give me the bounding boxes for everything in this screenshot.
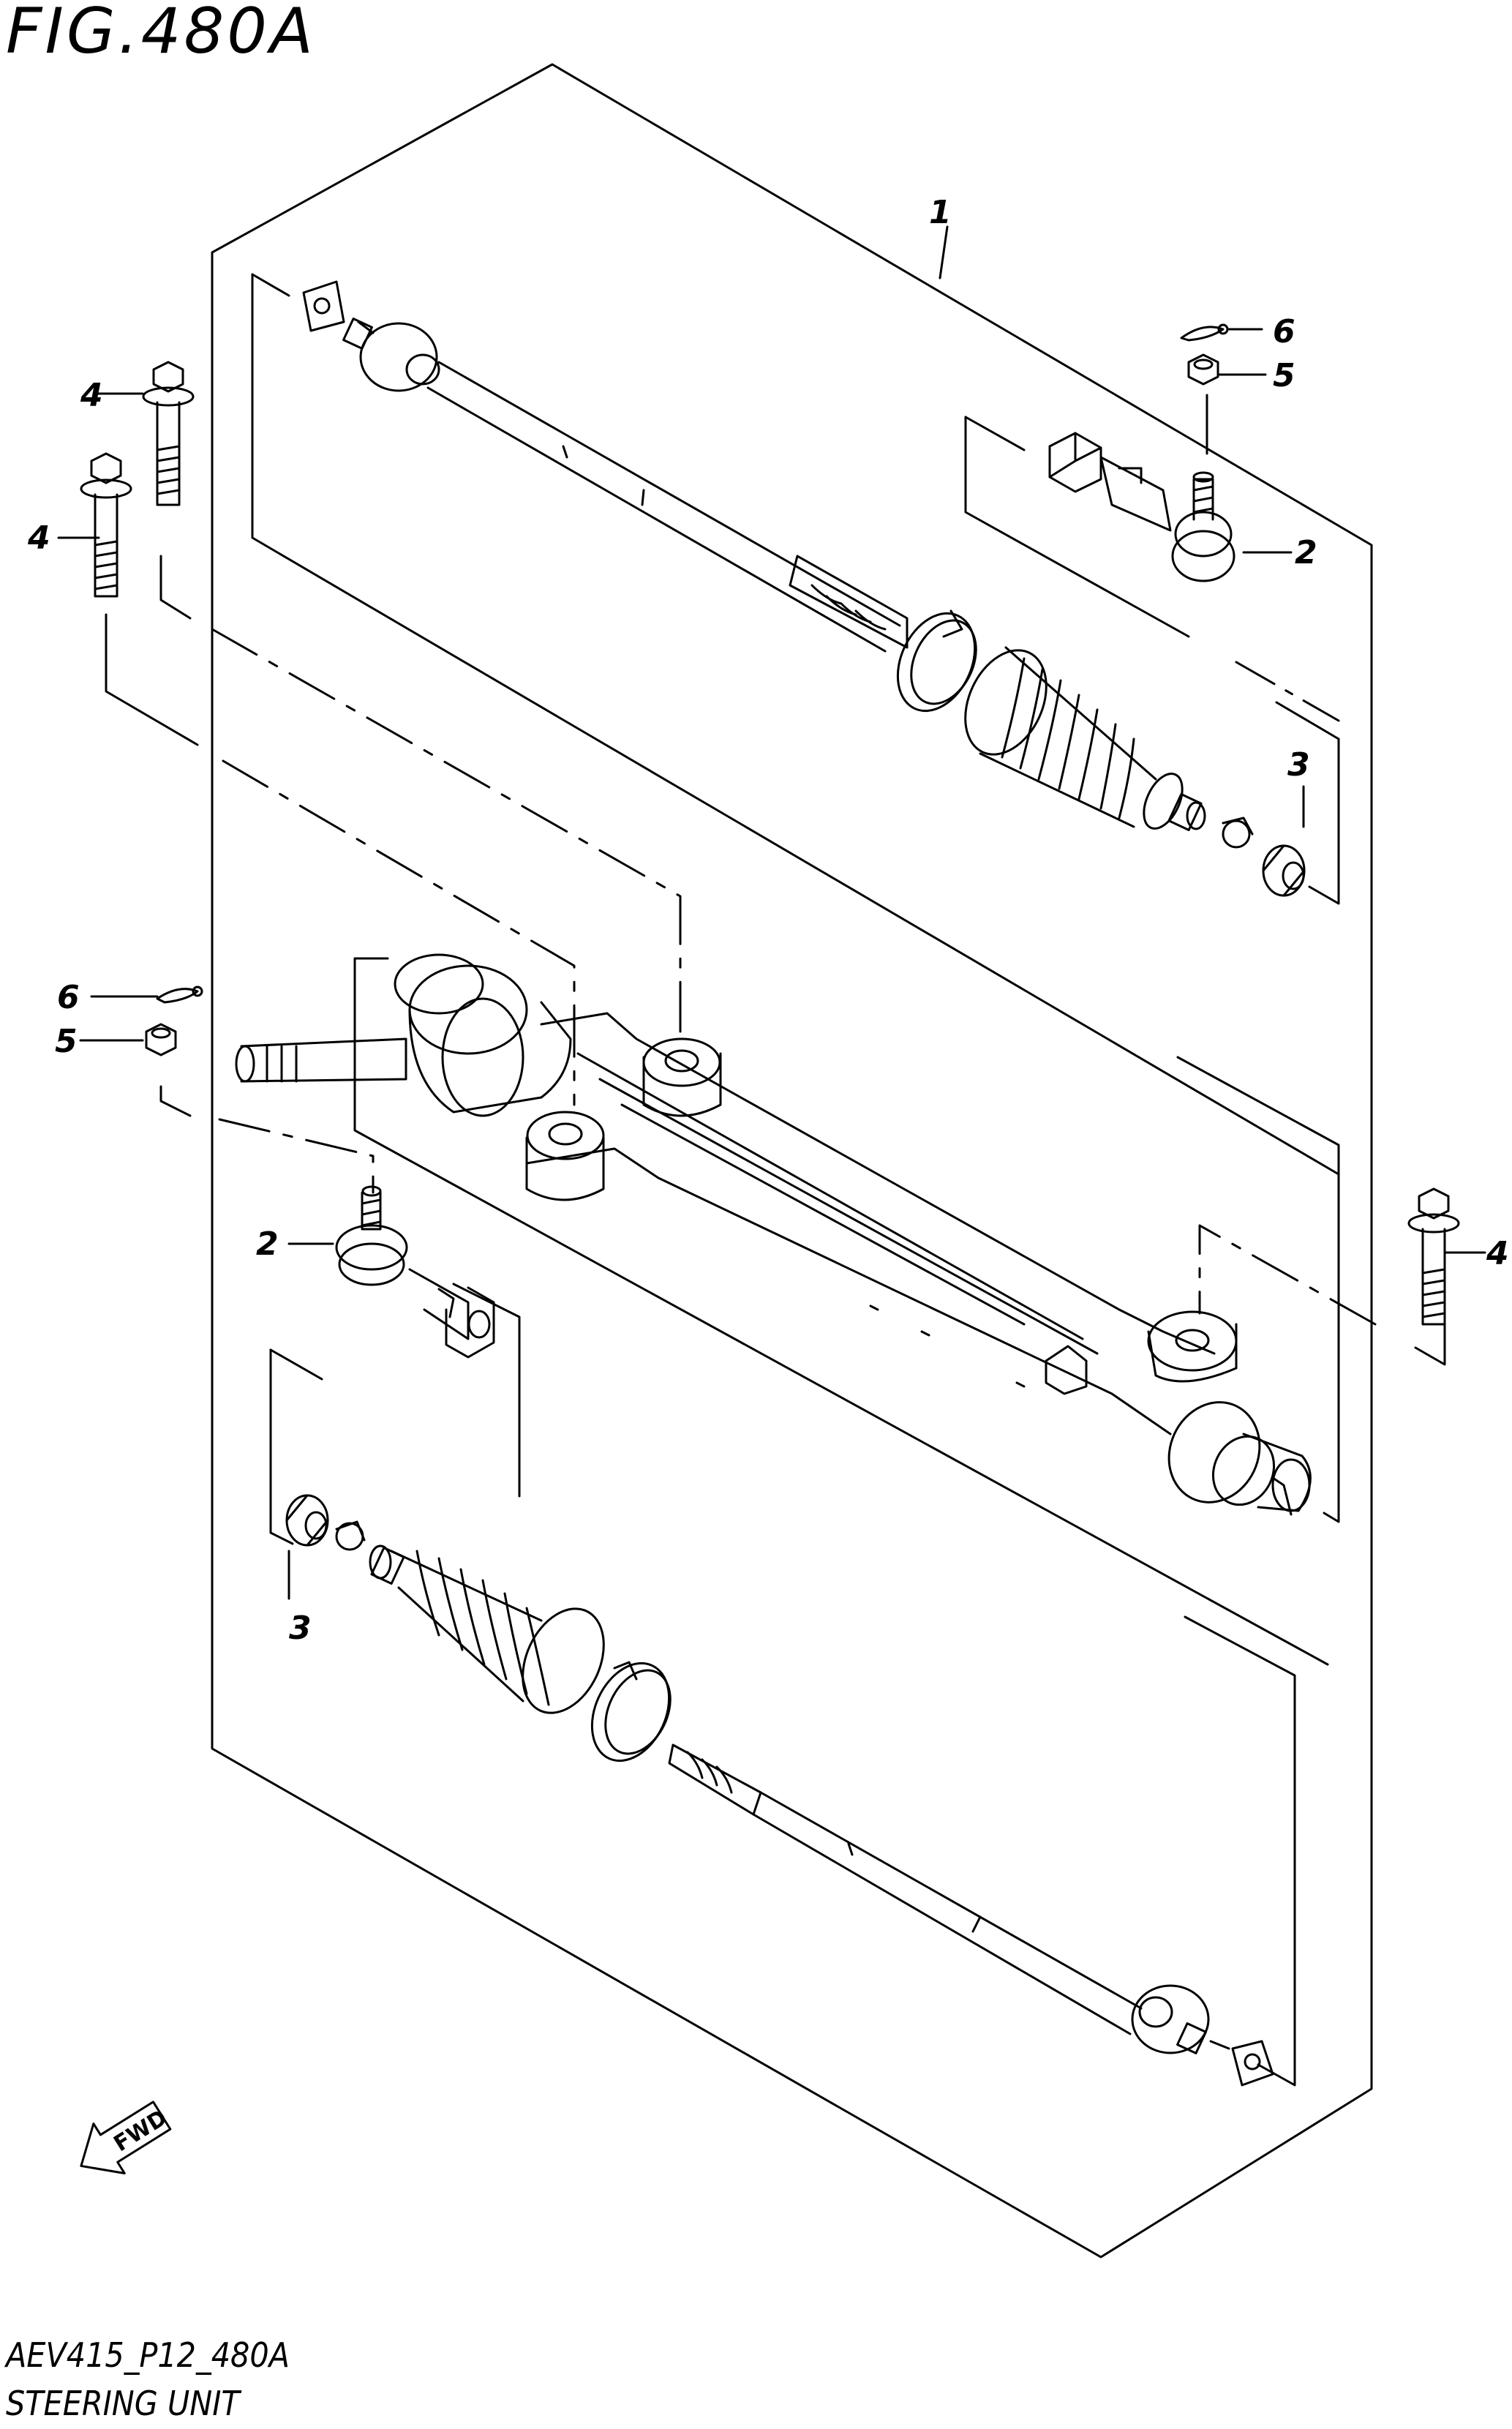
assembly-boundary bbox=[211, 63, 1373, 2259]
callout-5-right: 5 bbox=[1273, 357, 1295, 394]
callout-4-right: 4 bbox=[1486, 1235, 1509, 1272]
fwd-label: FWD bbox=[110, 2105, 172, 2157]
upper-group-frame-right bbox=[1275, 701, 1340, 905]
boot-upper bbox=[964, 646, 1206, 831]
cotter-pin-lower bbox=[156, 986, 203, 1004]
flange-bolt-right bbox=[1407, 1187, 1460, 1326]
upper-group-frame-top bbox=[251, 273, 290, 297]
nut-collar-lower bbox=[285, 1494, 329, 1547]
small-clamp-upper bbox=[1222, 816, 1254, 849]
lower-group-frame-right bbox=[1184, 1615, 1296, 2087]
rack-frame-right bbox=[1176, 1056, 1340, 1523]
tie-rod-end-subframe-right bbox=[1235, 661, 1340, 722]
callout-4-upper-b: 4 bbox=[27, 519, 50, 557]
leader-bolt-right bbox=[1414, 1308, 1446, 1366]
leader-bolt-right-2 bbox=[1198, 1224, 1377, 1326]
tie-rod-end-upper bbox=[1048, 432, 1235, 582]
callout-3-left: 3 bbox=[289, 1610, 312, 1647]
fwd-arrow: FWD bbox=[80, 2100, 172, 2175]
small-clamp-lower bbox=[335, 1520, 366, 1551]
nut-collar-upper bbox=[1262, 844, 1306, 897]
callout-5-left: 5 bbox=[55, 1023, 78, 1060]
inner-tie-rod-lower bbox=[668, 1743, 1274, 2087]
rack-frame-left bbox=[353, 957, 1329, 1666]
castle-nut-upper bbox=[1187, 353, 1219, 386]
cotter-pin-upper bbox=[1180, 323, 1229, 342]
flange-bolt-upper-b bbox=[80, 452, 132, 598]
leader-bolt-upper-a bbox=[159, 555, 192, 620]
callout-6-right: 6 bbox=[1273, 313, 1295, 350]
callout-6-left: 6 bbox=[57, 979, 80, 1016]
leader-nut-left-2 bbox=[218, 1118, 375, 1194]
steering-rack-housing bbox=[235, 953, 1312, 1516]
lower-group-frame-top bbox=[269, 1348, 323, 1381]
tie-rod-end-subframe bbox=[964, 416, 1190, 638]
tie-rod-end-lower bbox=[335, 1185, 495, 1359]
leader-nut-left bbox=[159, 1085, 192, 1117]
boot-lower bbox=[369, 1544, 605, 1714]
tie-rod-end-subframe-top bbox=[964, 416, 1026, 451]
diagram-caption: STEERING UNIT bbox=[6, 2384, 240, 2423]
callout-4-upper-a: 4 bbox=[80, 377, 103, 414]
inner-tie-rod-upper bbox=[302, 280, 909, 653]
leader-bolt-upper-a-2 bbox=[211, 628, 682, 1033]
leader-bolt-upper-b-2 bbox=[222, 759, 576, 1106]
figure-title: FIG.480A bbox=[6, 0, 316, 68]
lower-group-frame bbox=[269, 1348, 294, 1545]
callout-1: 1 bbox=[929, 194, 952, 231]
lower-tie-rod-frame bbox=[452, 1283, 521, 1498]
castle-nut-lower bbox=[145, 1023, 177, 1056]
boot-band-lower bbox=[590, 1661, 672, 1762]
leader-bolt-upper-b bbox=[105, 613, 199, 746]
callout-3-right: 3 bbox=[1287, 746, 1310, 784]
leader-assembly bbox=[939, 225, 949, 279]
callout-2-right: 2 bbox=[1295, 534, 1317, 571]
flange-bolt-upper-a bbox=[142, 361, 195, 506]
diagram-code: AEV415_P12_480A bbox=[6, 2335, 290, 2375]
boot-band-upper bbox=[896, 609, 977, 713]
upper-group-frame bbox=[251, 273, 1340, 1176]
callout-2-left: 2 bbox=[256, 1225, 279, 1263]
